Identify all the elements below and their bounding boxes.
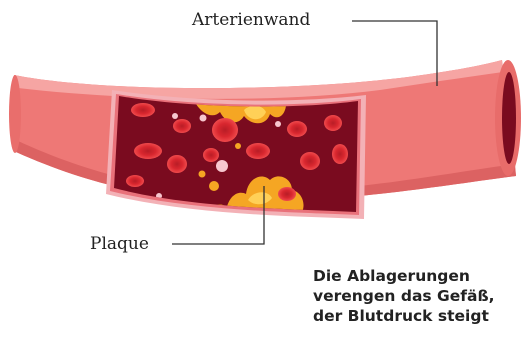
red-blood-cell [278,187,296,201]
white-blood-cell [200,115,207,122]
red-blood-cell [167,155,187,173]
caption-line-2: verengen das Gefäß, [313,286,523,306]
red-blood-cell [246,143,270,159]
plaque-label: Plaque [90,236,149,253]
white-blood-cell [172,113,178,119]
artery-right-lumen [502,72,516,164]
red-blood-cell [203,148,219,162]
plaque-speck [235,143,241,149]
caption: Die Ablagerungen verengen das Gefäß, der… [313,266,523,326]
caption-line-1: Die Ablagerungen [313,266,523,286]
white-blood-cell [216,160,228,172]
red-blood-cell [212,118,238,142]
red-blood-cell [332,144,348,164]
red-blood-cell [126,175,144,187]
red-blood-cell [287,121,307,137]
red-blood-cell [134,143,162,159]
artery-wall-label: Arterienwand [192,12,310,29]
plaque-speck [209,181,219,191]
plaque-speck [199,171,206,178]
red-blood-cell [324,115,342,131]
artery-left-end [9,75,21,153]
caption-line-3: der Blutdruck steigt [313,306,523,326]
red-blood-cell [131,103,155,117]
red-blood-cell [300,152,320,170]
red-blood-cell [173,119,191,133]
white-blood-cell [275,121,281,127]
